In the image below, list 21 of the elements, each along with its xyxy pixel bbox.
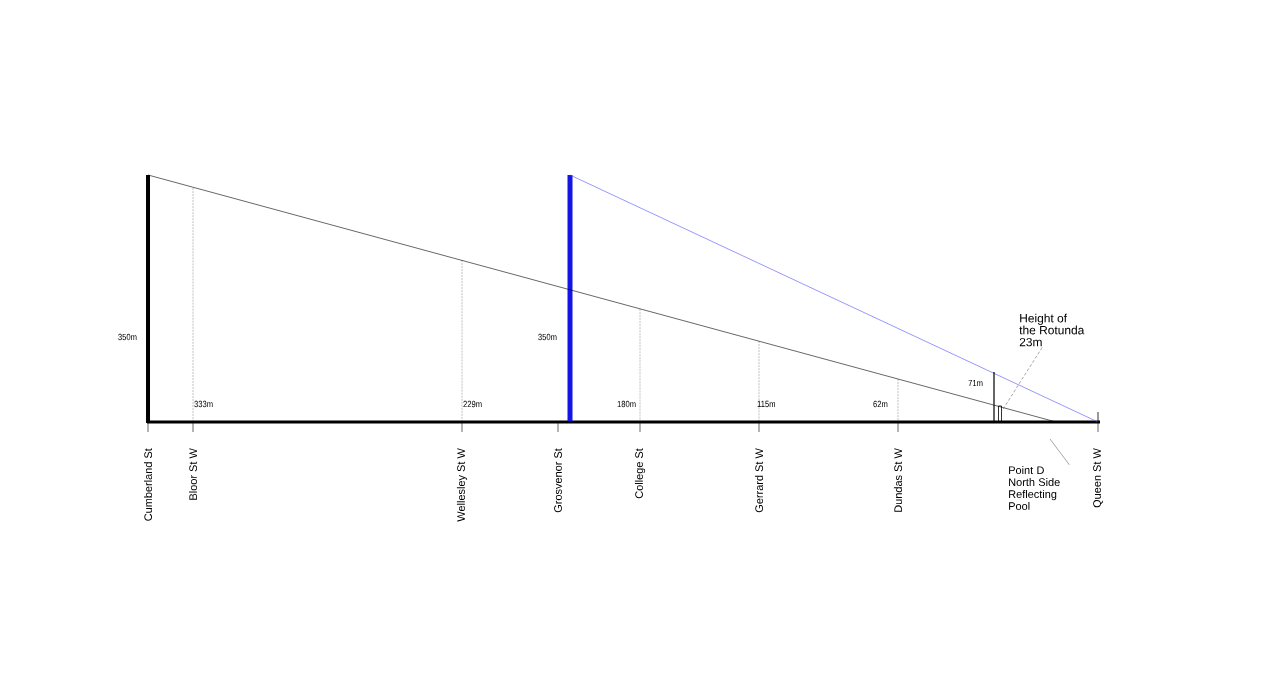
street-label: Dundas St W — [894, 448, 903, 512]
street-label: Grosvenor St — [554, 448, 562, 513]
rotunda-post — [998, 405, 1002, 423]
street-label: Bloor St W — [189, 448, 198, 500]
street-label: Queen St W — [1093, 448, 1103, 508]
height-label: 115m — [757, 400, 775, 408]
street-label: Wellesley St W — [456, 448, 468, 522]
height-label: 333m — [194, 400, 213, 408]
callout-text: Point D North Side Reflecting Pool — [1009, 466, 1060, 510]
height-label: 229m — [463, 400, 482, 408]
leader-line — [1001, 347, 1043, 412]
callout-text: Height of the Rotunda 23m — [1019, 313, 1085, 347]
height-label: 71m — [968, 379, 983, 387]
street-label: Gerrard St W — [755, 448, 764, 513]
street-label: Cumberland St — [144, 448, 153, 521]
street-label: College St — [634, 448, 646, 499]
height-label: 180m — [617, 400, 636, 408]
height-label: 350m — [538, 333, 557, 341]
height-label: 62m — [873, 400, 888, 408]
leader-line — [1049, 438, 1070, 466]
height-label: 350m — [118, 333, 137, 341]
